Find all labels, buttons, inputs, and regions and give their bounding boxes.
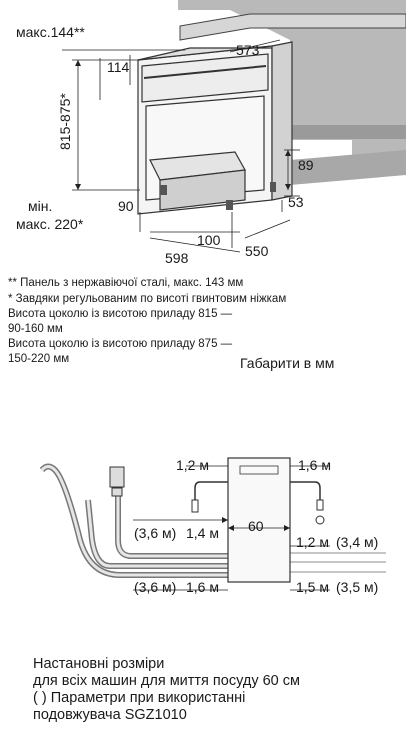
dim-inner-1-4: 1,4 м [186,525,219,541]
installation-dimensions-drawing: макс.144** 114 573 815-875* 89 53 мін. 9… [16,0,406,266]
dim-left-1-2: 1,2 м [176,457,209,473]
dimension-arrows [75,60,291,190]
dim-right-1-5: 1,5 м [296,579,329,595]
footnote-line-4: 90-160 мм [8,323,63,335]
dim-outer-1-6: 1,6 м [186,579,219,595]
worktop [179,13,406,41]
dim-right-3-4: (3,4 м) [336,534,378,550]
dim-height-range: 815-875* [57,93,73,150]
dishwasher-top-view [227,457,291,583]
plinth [149,151,246,211]
footnote-line-2: * Завдяки регульованим по висоті гвинтов… [8,293,287,305]
dim-width-60: 60 [248,518,264,534]
control-panel [141,53,269,103]
water-tap [109,466,125,497]
dim-min-label: мін. [28,198,52,214]
power-cable-left [194,481,228,500]
footnote-line-1: ** Панель з нержавіючої сталі, макс. 143… [8,277,244,289]
caption-line-2: для всіх машин для миття посуду 60 см [33,673,300,689]
dim-573: 573 [236,42,260,58]
dim-outer-3-6: (3,6 м) [134,579,176,595]
hose-dimension-lines [133,465,330,591]
drain-hose-outer [115,478,228,559]
socket-icon [315,515,325,525]
dim-right-1-6: 1,6 м [298,457,331,473]
dim-right-1-2: 1,2 м [296,534,329,550]
dim-max-220: макс. 220* [16,216,84,232]
dim-53: 53 [288,194,304,210]
drain-hose-arc [39,463,228,578]
dimension-lines [62,39,300,253]
dim-100: 100 [197,232,221,248]
installation-caption: Настановні розміри для всіх машин для ми… [33,656,300,724]
caption-line-3: ( ) Параметри при використанні [33,690,246,706]
dim-inner-3-6: (3,6 м) [134,525,176,541]
footnote-line-5: Висота цоколю із висотою приладу 875 — [8,338,233,350]
caption-line-1: Настановні розміри [33,656,165,672]
dim-114: 114 [107,59,130,75]
dim-max-144: макс.144** [16,24,85,40]
footnote-line-6: 150-220 мм [8,353,70,365]
adjustable-feet [160,182,276,210]
dim-89: 89 [298,157,314,173]
dim-right-3-5: (3,5 м) [336,579,378,595]
dim-90: 90 [118,198,134,214]
units-label: Габарити в мм [240,355,335,371]
power-cable-right [290,481,321,500]
dim-598: 598 [165,250,189,266]
inlet-hose-left [85,499,228,569]
dim-550: 550 [245,243,269,259]
caption-line-4: подовжувача SGZ1010 [33,707,187,723]
water-level-lines [290,552,386,573]
footnote-line-3: Висота цоколю із висотою приладу 815 — [8,308,233,320]
